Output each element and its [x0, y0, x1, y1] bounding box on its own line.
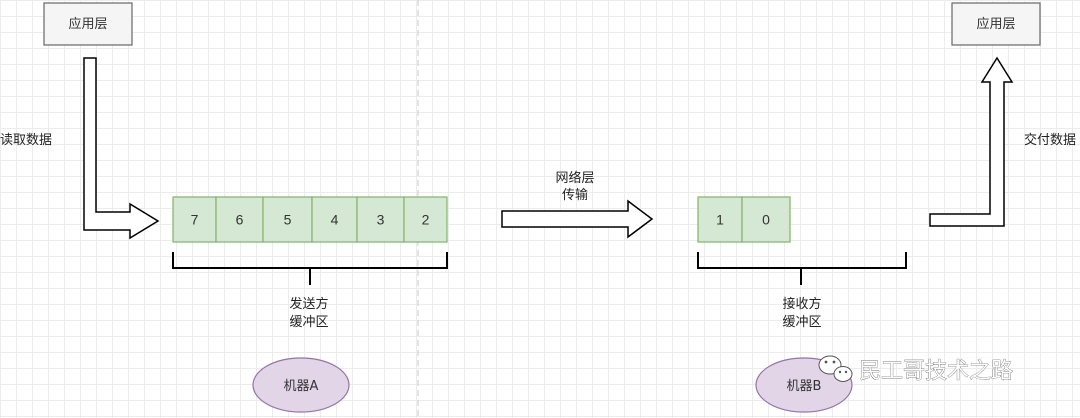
watermark: 民工哥技术之路 — [818, 355, 1013, 384]
network-layer-label-line2: 传输 — [562, 187, 588, 203]
sender-buffer-cell-value: 4 — [331, 212, 339, 228]
app-layer-box-left: 应用层 — [43, 2, 133, 46]
app-layer-label-right: 应用层 — [976, 16, 1015, 32]
sender-buffer-cell: 3 — [356, 196, 405, 243]
network-transfer-arrow — [501, 199, 654, 239]
read-data-label: 读取数据 — [0, 133, 52, 148]
watermark-text: 民工哥技术之路 — [859, 359, 1013, 384]
receiver-buffer-cell: 0 — [741, 196, 791, 243]
sender-buffer-cell: 2 — [403, 196, 448, 243]
sender-buffer-cell-value: 5 — [284, 212, 292, 228]
sender-buffer-cell-value: 6 — [236, 212, 244, 228]
sender-buffer-cell: 7 — [172, 196, 217, 243]
network-layer-label-line1: 网络层 — [555, 170, 594, 186]
wechat-icon — [818, 355, 853, 382]
sender-buffer-cell-value: 7 — [191, 212, 199, 228]
receiver-buffer-label-line1: 接收方 — [782, 296, 821, 312]
machine-b-label: 机器B — [787, 379, 822, 394]
receiver-buffer-cell: 1 — [697, 196, 743, 243]
receiver-buffer-cell-value: 1 — [716, 212, 724, 228]
deliver-data-arrow — [929, 56, 1014, 227]
receiver-buffer-bracket — [697, 252, 907, 285]
deliver-data-label: 交付数据 — [1024, 132, 1076, 148]
sender-buffer-cell: 6 — [215, 196, 264, 243]
receiver-buffer-label-line2: 缓冲区 — [782, 315, 821, 330]
sender-buffer-cell: 4 — [311, 196, 358, 243]
machine-a-label: 机器A — [284, 379, 319, 394]
sender-buffer-cell-value: 2 — [422, 212, 430, 228]
sender-buffer-cells: 7 6 5 4 3 2 — [172, 196, 448, 243]
receiver-buffer-cell-value: 0 — [762, 212, 770, 228]
sender-buffer-bracket — [172, 252, 448, 285]
app-layer-box-right: 应用层 — [951, 2, 1041, 46]
sender-buffer-label-line2: 缓冲区 — [289, 315, 328, 330]
read-data-arrow — [83, 57, 160, 240]
sender-buffer-cell: 5 — [262, 196, 313, 243]
sender-buffer-label-line1: 发送方 — [289, 296, 328, 312]
machine-a-node: 机器A — [252, 357, 350, 413]
app-layer-label-left: 应用层 — [68, 16, 107, 32]
sender-buffer-cell-value: 3 — [377, 212, 385, 228]
